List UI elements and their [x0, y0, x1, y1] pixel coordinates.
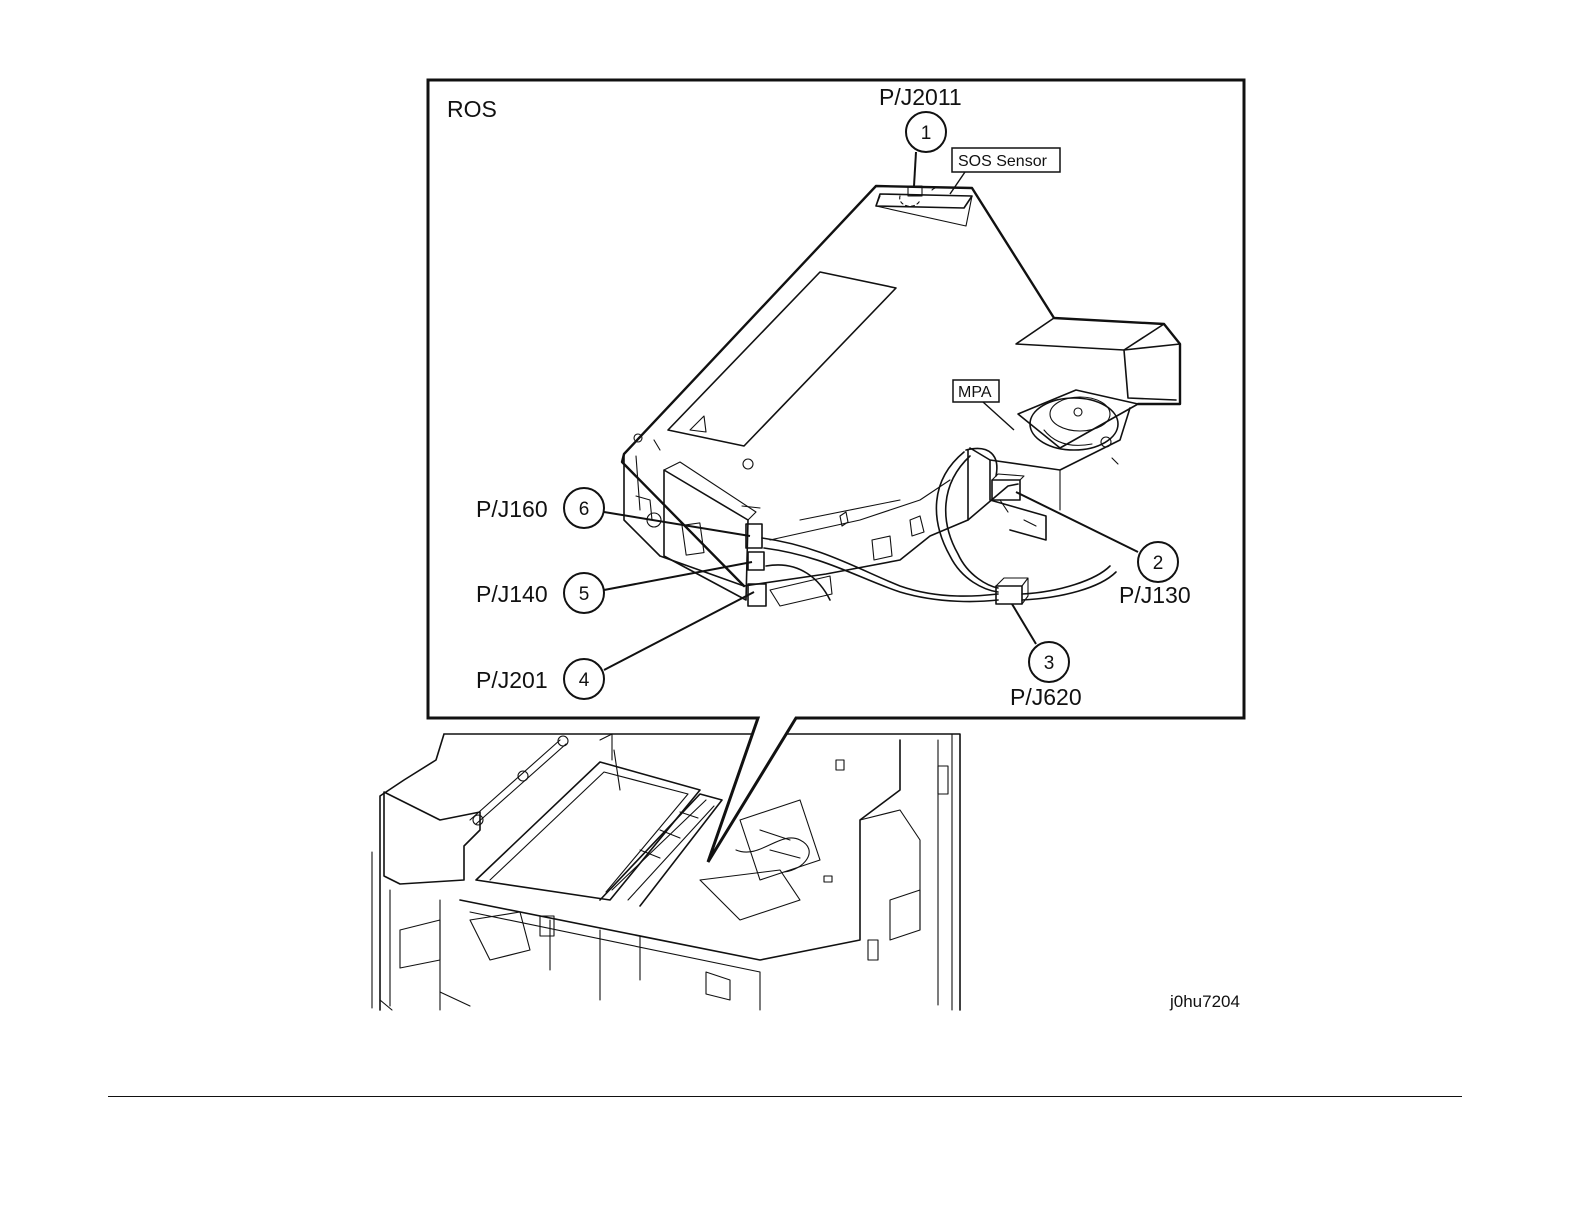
figure-id: j0hu7204 — [1169, 992, 1240, 1011]
inset-frame — [428, 80, 1244, 862]
callout-1-number: 1 — [921, 123, 932, 144]
callout-6-number: 6 — [579, 499, 590, 520]
sos-sensor-label: SOS Sensor — [958, 153, 1048, 170]
assembly-label: ROS — [447, 96, 497, 122]
callout-5-connector: P/J140 — [476, 581, 548, 607]
mpa-label: MPA — [958, 384, 992, 401]
callout-1-connector: P/J2011 — [879, 84, 962, 110]
callout-6-connector: P/J160 — [476, 496, 548, 522]
callout-5-number: 5 — [579, 584, 590, 605]
footer-divider — [108, 1096, 1462, 1097]
callout-4-number: 4 — [579, 670, 590, 691]
callout-3-number: 3 — [1044, 653, 1055, 674]
callout-2-number: 2 — [1153, 553, 1164, 574]
callout-2-connector: P/J130 — [1119, 582, 1191, 608]
callout-4-connector: P/J201 — [476, 667, 548, 693]
printer-interior-drawing — [372, 734, 960, 1010]
callout-3-connector: P/J620 — [1010, 684, 1082, 710]
